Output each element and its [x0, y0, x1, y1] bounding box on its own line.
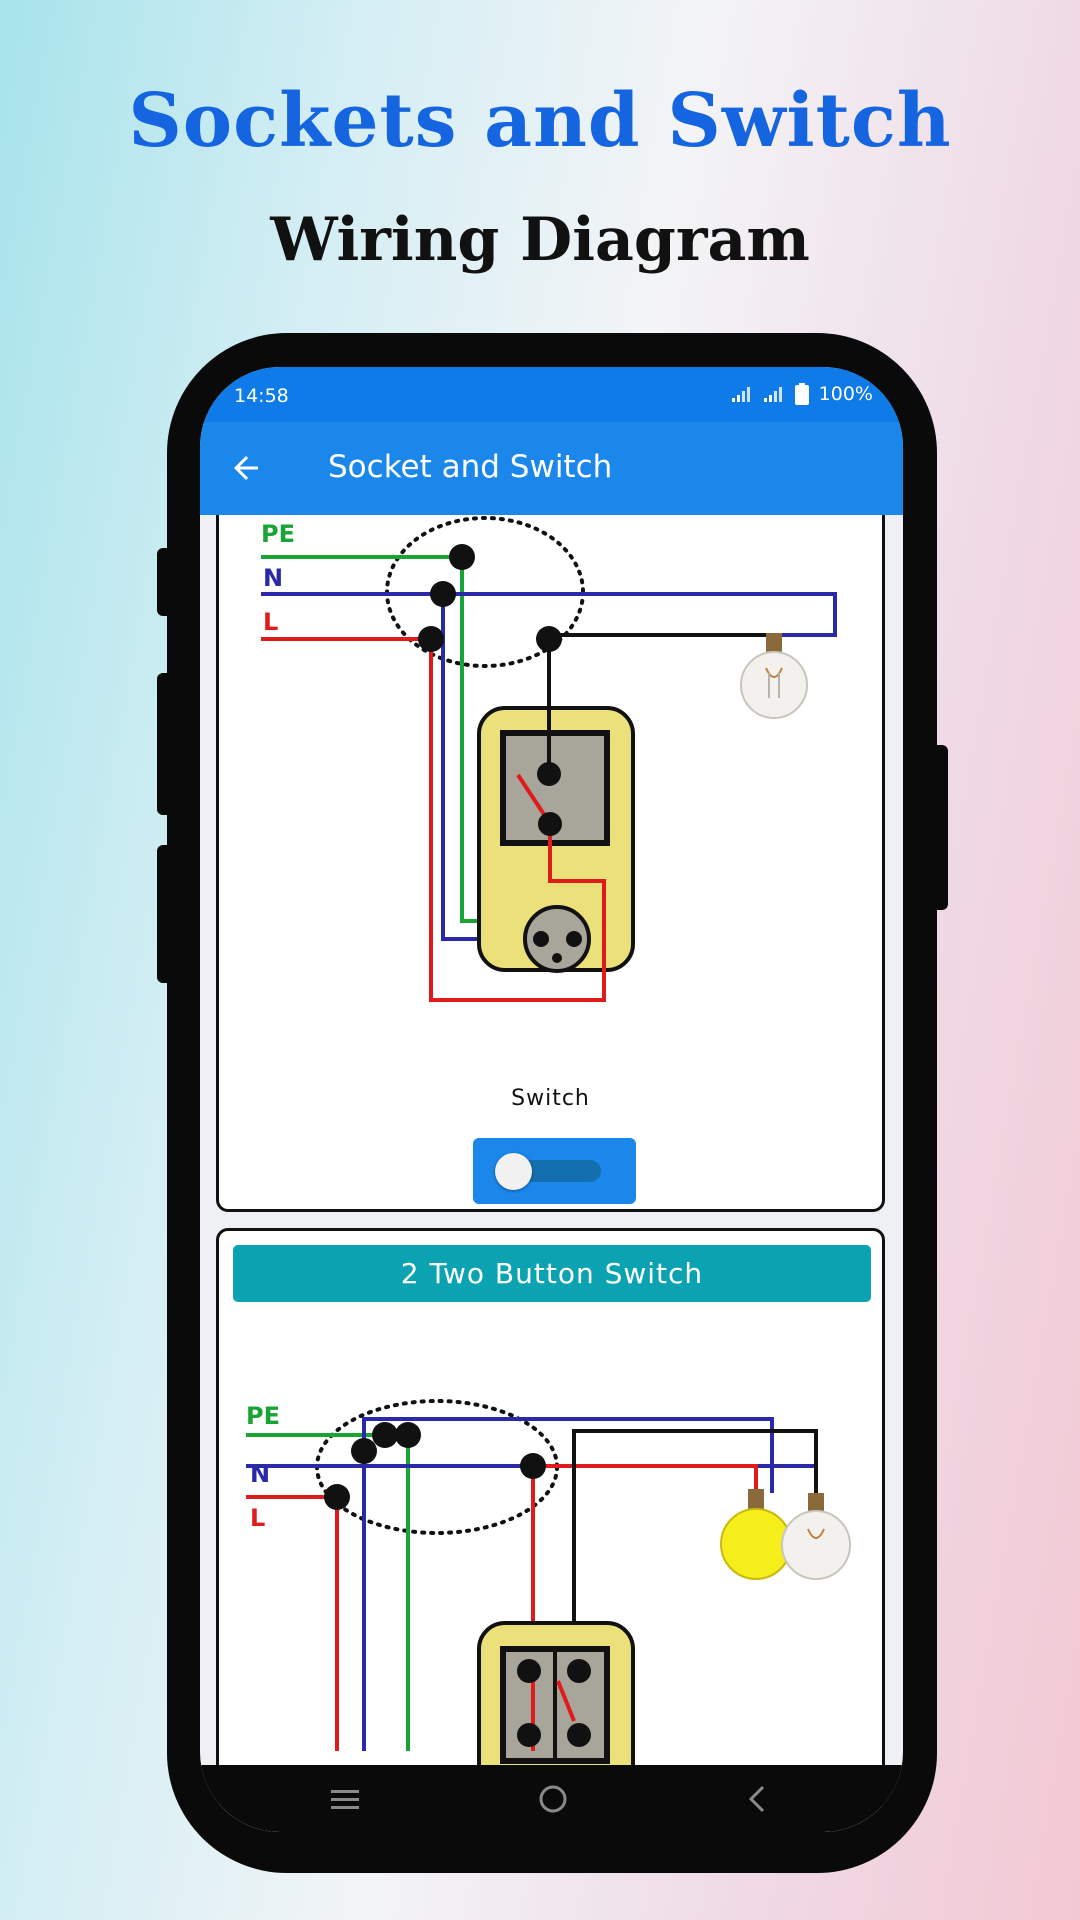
two-button-switch-wiring-diagram: PE N L: [246, 1399, 851, 1825]
promo-title: Sockets and Switch: [128, 78, 952, 164]
status-time: 14:58: [234, 385, 289, 407]
switch-label: Switch: [511, 1086, 590, 1111]
status-bar: 14:58 100%: [200, 367, 903, 422]
phone-screen: 14:58 100% Socket and Switch PE: [200, 367, 903, 1832]
unlit-bulb: [781, 1493, 851, 1580]
content-scroll-area[interactable]: PE N L: [200, 515, 903, 1832]
signal-icon: [731, 387, 750, 402]
unlit-bulb: [740, 633, 808, 719]
menu-icon[interactable]: [325, 1779, 365, 1819]
l-label: L: [250, 1504, 265, 1532]
two-button-switch-header[interactable]: 2 Two Button Switch: [233, 1245, 871, 1302]
home-icon[interactable]: [533, 1779, 573, 1819]
single-switch-wiring-diagram: PE N L: [261, 516, 837, 1002]
battery-level: 100%: [818, 383, 873, 405]
n-label: N: [263, 564, 283, 592]
page-title: Socket and Switch: [328, 449, 613, 485]
app-bar: Socket and Switch: [200, 422, 903, 515]
navigation-bar: [200, 1765, 903, 1832]
back-icon[interactable]: [738, 1779, 778, 1819]
pe-label: PE: [261, 520, 295, 548]
signal-icon: [763, 387, 782, 402]
toggle-knob: [495, 1153, 532, 1190]
promo-subtitle: Wiring Diagram: [270, 205, 810, 275]
lit-bulb: [720, 1489, 792, 1580]
battery-icon: [794, 383, 809, 405]
diagram-card: PE N L: [216, 515, 885, 1212]
status-indicators: 100%: [731, 383, 873, 405]
switch-toggle[interactable]: [473, 1138, 636, 1204]
arrow-left-icon[interactable]: [228, 450, 264, 486]
l-label: L: [263, 608, 278, 636]
diagram-card: 2 Two Button Switch PE N L: [216, 1228, 885, 1832]
pe-label: PE: [246, 1402, 280, 1430]
